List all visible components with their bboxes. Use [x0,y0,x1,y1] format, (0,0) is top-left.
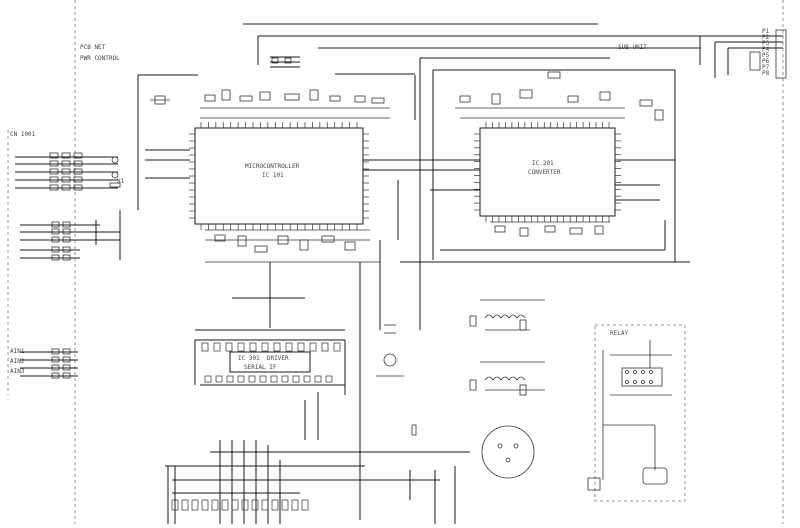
driver-resistor [213,342,221,352]
driver-resistor [273,342,281,352]
left-connector-label: CN 1001 [10,131,36,138]
driver-resistor [297,342,305,352]
bottom-connector-part [191,499,199,511]
driver-resistor [201,342,209,352]
left-region-wires [15,74,198,377]
lower-driver-block [194,329,346,395]
bottom-connector-part [251,499,259,511]
coil-section [376,299,545,479]
driver-capacitor [281,375,289,383]
driver-resistor [225,342,233,352]
driver-capacitor [314,375,322,383]
driver-resistor [333,342,341,352]
sub-unit-header: SUB UNIT [618,44,647,51]
driver-capacitor [303,375,311,383]
driver-resistor [309,342,317,352]
ic-lower-sub: SERIAL IF [244,364,277,371]
lower-passive-components [205,221,610,263]
left-input-filters [49,152,121,379]
sheet-title-line2: PWR CONTROL [80,55,120,62]
left-input-1: AIN1 [10,348,25,355]
right-connector-pin-8: P8 [762,70,770,77]
driver-resistor [237,342,245,352]
bottom-connector-part [281,499,289,511]
ic-sub-pins [474,122,621,222]
bottom-connector-part [181,499,189,511]
right-connector-pin-5: P5 [762,52,770,59]
driver-resistor [321,342,329,352]
ic-lower-label: IC 301 DRIVER [238,355,289,362]
right-connector-pin-3: P3 [762,40,770,47]
ic-main-label: MICROCONTROLLER [245,163,300,170]
sheet-frame [7,0,784,524]
driver-parts [201,342,341,383]
driver-capacitor [204,375,212,383]
bottom-connector-part [271,499,279,511]
bottom-connector-part [301,499,309,511]
left-input-3: AIN3 [10,368,25,375]
driver-capacitor [292,375,300,383]
bottom-connector-part [221,499,229,511]
right-connector-pin-6: P6 [762,58,770,65]
ic-sub-label: IC 201 [532,160,554,167]
right-connector [775,29,787,79]
bottom-connector-part [231,499,239,511]
relay-box [587,340,672,491]
driver-capacitor [248,375,256,383]
ic-sub-body [479,127,616,217]
ic-main-pins [189,122,369,230]
relay-box-label: RELAY [610,330,629,337]
bottom-bus-wires [165,392,470,524]
left-input-2: AIN2 [10,358,25,365]
upper-passive-components [150,51,761,121]
driver-capacitor [237,375,245,383]
right-connector-pin-2: P2 [762,34,770,41]
bottom-connector-part [171,499,179,511]
driver-capacitor [270,375,278,383]
driver-resistor [261,342,269,352]
driver-resistor [285,342,293,352]
mid-wires [232,159,690,520]
right-connector-pin-1: P1 [762,28,770,35]
top-bus-wires [243,23,783,330]
driver-capacitor [259,375,267,383]
sheet-title-line1: PCB NET [80,44,106,51]
driver-capacitor [325,375,333,383]
ic-main-sub: IC 101 [262,172,284,179]
bottom-connector-part [261,499,269,511]
crystal-label: X1 [117,178,125,185]
bottom-connector-part [241,499,249,511]
bottom-connector-parts [171,499,309,511]
ic-sub-sub: CONVERTER [528,169,561,176]
bottom-connector-part [211,499,219,511]
driver-capacitor [215,375,223,383]
driver-resistor [249,342,257,352]
bottom-connector-part [201,499,209,511]
driver-capacitor [226,375,234,383]
right-connector-pin-4: P4 [762,46,770,53]
bottom-connector-part [291,499,299,511]
right-connector-pin-7: P7 [762,64,770,71]
